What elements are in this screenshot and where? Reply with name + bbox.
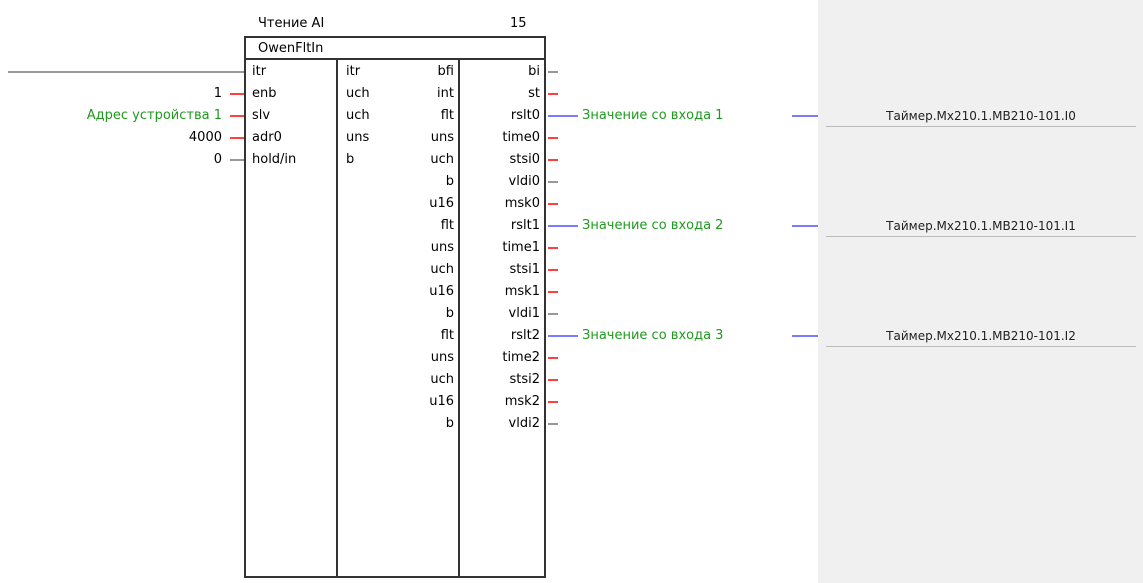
output-pin-type: flt	[440, 218, 454, 233]
input-value[interactable]: 1	[213, 86, 222, 101]
block-order-number: 15	[510, 16, 527, 31]
output-pin-name[interactable]: rslt0	[510, 108, 540, 123]
input-value[interactable]: Адрес устройства 1	[86, 108, 222, 123]
block-divider-right	[458, 60, 460, 576]
input-wire	[8, 71, 244, 73]
output-pin-name[interactable]: vldi0	[508, 174, 540, 189]
output-pin-type: bfi	[437, 64, 454, 79]
block-title: Чтение AI	[258, 16, 325, 31]
block-divider-left	[336, 60, 338, 576]
output-pin-name[interactable]: stsi1	[509, 262, 540, 277]
input-pin-name[interactable]: slv	[252, 108, 271, 123]
input-pin-type: uns	[346, 130, 370, 145]
input-value[interactable]: 4000	[188, 130, 222, 145]
output-wire	[548, 269, 558, 271]
input-wire	[230, 137, 244, 139]
output-pin-type: uch	[430, 152, 454, 167]
output-pin-name[interactable]: stsi0	[509, 152, 540, 167]
output-wire-end	[792, 115, 818, 117]
input-pin-type: itr	[346, 64, 361, 79]
output-target[interactable]: Таймер.Мх210.1.МВ210-101.I2	[826, 326, 1136, 347]
input-pin-name[interactable]: hold/in	[252, 152, 297, 167]
output-pin-type: b	[445, 416, 454, 431]
output-wire	[548, 291, 558, 293]
input-wire	[230, 115, 244, 117]
output-link-label[interactable]: Значение со входа 1	[582, 108, 724, 123]
output-wire	[548, 357, 558, 359]
input-pin-type: uch	[346, 86, 370, 101]
input-wire	[230, 93, 244, 95]
output-pin-name[interactable]: rslt2	[510, 328, 540, 343]
input-value[interactable]: 0	[213, 152, 222, 167]
output-wire	[548, 203, 558, 205]
output-wire	[548, 93, 558, 95]
output-wire	[548, 401, 558, 403]
output-pin-type: b	[445, 174, 454, 189]
output-target[interactable]: Таймер.Мх210.1.МВ210-101.I0	[826, 106, 1136, 127]
output-wire	[548, 181, 558, 183]
output-pin-name[interactable]: bi	[528, 64, 540, 79]
output-wire	[548, 247, 558, 249]
output-pin-name[interactable]: msk1	[504, 284, 540, 299]
output-pin-type: u16	[429, 196, 454, 211]
output-wire	[548, 115, 578, 117]
output-pin-type: uns	[430, 240, 454, 255]
output-wire-end	[792, 225, 818, 227]
output-wire	[548, 137, 558, 139]
output-pin-name[interactable]: stsi2	[509, 372, 540, 387]
block-type: OwenFltIn	[246, 38, 544, 60]
input-pin-name[interactable]: enb	[252, 86, 277, 101]
output-wire	[548, 379, 558, 381]
output-pin-type: int	[437, 86, 454, 101]
input-wire	[230, 159, 244, 161]
input-pin-name[interactable]: adr0	[252, 130, 282, 145]
output-pin-type: u16	[429, 284, 454, 299]
input-pin-type: b	[346, 152, 355, 167]
output-wire	[548, 71, 558, 73]
output-pin-name[interactable]: msk2	[504, 394, 540, 409]
output-pin-type: uch	[430, 262, 454, 277]
output-pin-type: u16	[429, 394, 454, 409]
input-pin-name[interactable]: itr	[252, 64, 267, 79]
output-target[interactable]: Таймер.Мх210.1.МВ210-101.I1	[826, 216, 1136, 237]
output-pin-type: flt	[440, 328, 454, 343]
function-block[interactable]	[244, 36, 546, 578]
target-panel	[818, 0, 1143, 583]
output-pin-name[interactable]: rslt1	[510, 218, 540, 233]
output-link-label[interactable]: Значение со входа 2	[582, 218, 724, 233]
output-pin-type: uns	[430, 130, 454, 145]
output-pin-type: uns	[430, 350, 454, 365]
output-wire	[548, 159, 558, 161]
output-wire	[548, 313, 558, 315]
output-pin-type: uch	[430, 372, 454, 387]
output-pin-type: flt	[440, 108, 454, 123]
output-pin-name[interactable]: vldi1	[508, 306, 540, 321]
output-pin-name[interactable]: vldi2	[508, 416, 540, 431]
output-pin-name[interactable]: st	[528, 86, 540, 101]
output-wire	[548, 225, 578, 227]
output-link-label[interactable]: Значение со входа 3	[582, 328, 724, 343]
output-wire	[548, 335, 578, 337]
output-pin-name[interactable]: msk0	[504, 196, 540, 211]
output-pin-type: b	[445, 306, 454, 321]
output-wire-end	[792, 335, 818, 337]
output-pin-name[interactable]: time1	[502, 240, 540, 255]
input-pin-type: uch	[346, 108, 370, 123]
output-pin-name[interactable]: time0	[502, 130, 540, 145]
output-pin-name[interactable]: time2	[502, 350, 540, 365]
output-wire	[548, 423, 558, 425]
